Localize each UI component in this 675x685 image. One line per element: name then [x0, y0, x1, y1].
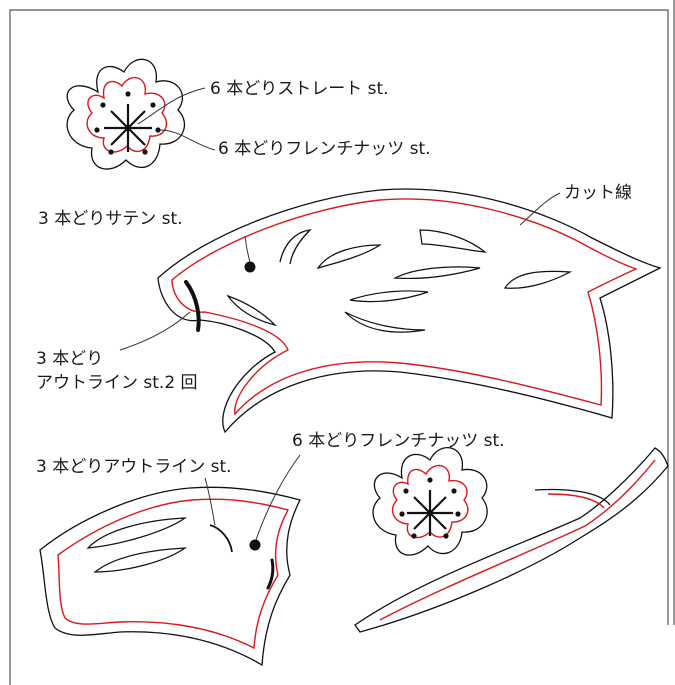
tail-cut-line [354, 447, 669, 633]
label-outline-3-twice-2: アウトライン st.2 回 [36, 373, 198, 393]
label-outline-3-twice-1: 3 本どり [36, 349, 104, 369]
leader-knot-bottom [255, 454, 301, 541]
eye-satin [244, 261, 256, 273]
leader-straight [137, 87, 206, 125]
leader-satin [244, 235, 251, 263]
label-french-knot-6-top: 6 本どりフレンチナッツ st. [218, 139, 431, 159]
fish-stitch-line [171, 198, 638, 416]
small-fish-stitch-line [57, 498, 290, 650]
leader-lines [119, 87, 561, 541]
flower-top-left [66, 58, 186, 170]
slits [226, 229, 573, 333]
ear-arc [279, 229, 312, 265]
flower2-stitch-line [391, 464, 469, 539]
leader-outline-twice [119, 311, 191, 351]
fish-large [157, 188, 662, 434]
small-snout-stitch [266, 558, 275, 590]
flower2-cut-line [372, 447, 488, 556]
straight-stitch-2 [407, 490, 453, 536]
label-french-knot-6-bottom: 6 本どりフレンチナッツ st. [292, 431, 505, 451]
french-knots-2 [399, 477, 461, 539]
small-fish-cut-line [39, 486, 301, 667]
tail-stitch-line [379, 459, 656, 621]
label-straight-6: 6 本どりストレート st. [210, 79, 389, 99]
french-knots [94, 91, 161, 155]
small-eye-knot [249, 539, 261, 551]
label-satin-3: 3 本どりサテン st. [38, 209, 183, 229]
fish-cut-line [157, 188, 662, 434]
label-cut-line: カット線 [564, 183, 632, 203]
snout-outline-stitch [184, 280, 201, 332]
flower-cut-line [66, 58, 186, 170]
tail-piece [354, 447, 669, 633]
flower-stitch-line [86, 76, 168, 153]
leader-outline [204, 477, 216, 526]
small-outline-stitch [209, 524, 233, 553]
leader-cut [519, 192, 561, 226]
straight-stitch [104, 104, 152, 152]
small-fish-slits [86, 517, 188, 573]
flower-bottom-right [372, 447, 488, 556]
leader-knot-top [159, 129, 216, 151]
page-frame [9, 9, 669, 685]
label-outline-3: 3 本どりアウトライン st. [36, 457, 232, 477]
fish-small [39, 486, 301, 667]
